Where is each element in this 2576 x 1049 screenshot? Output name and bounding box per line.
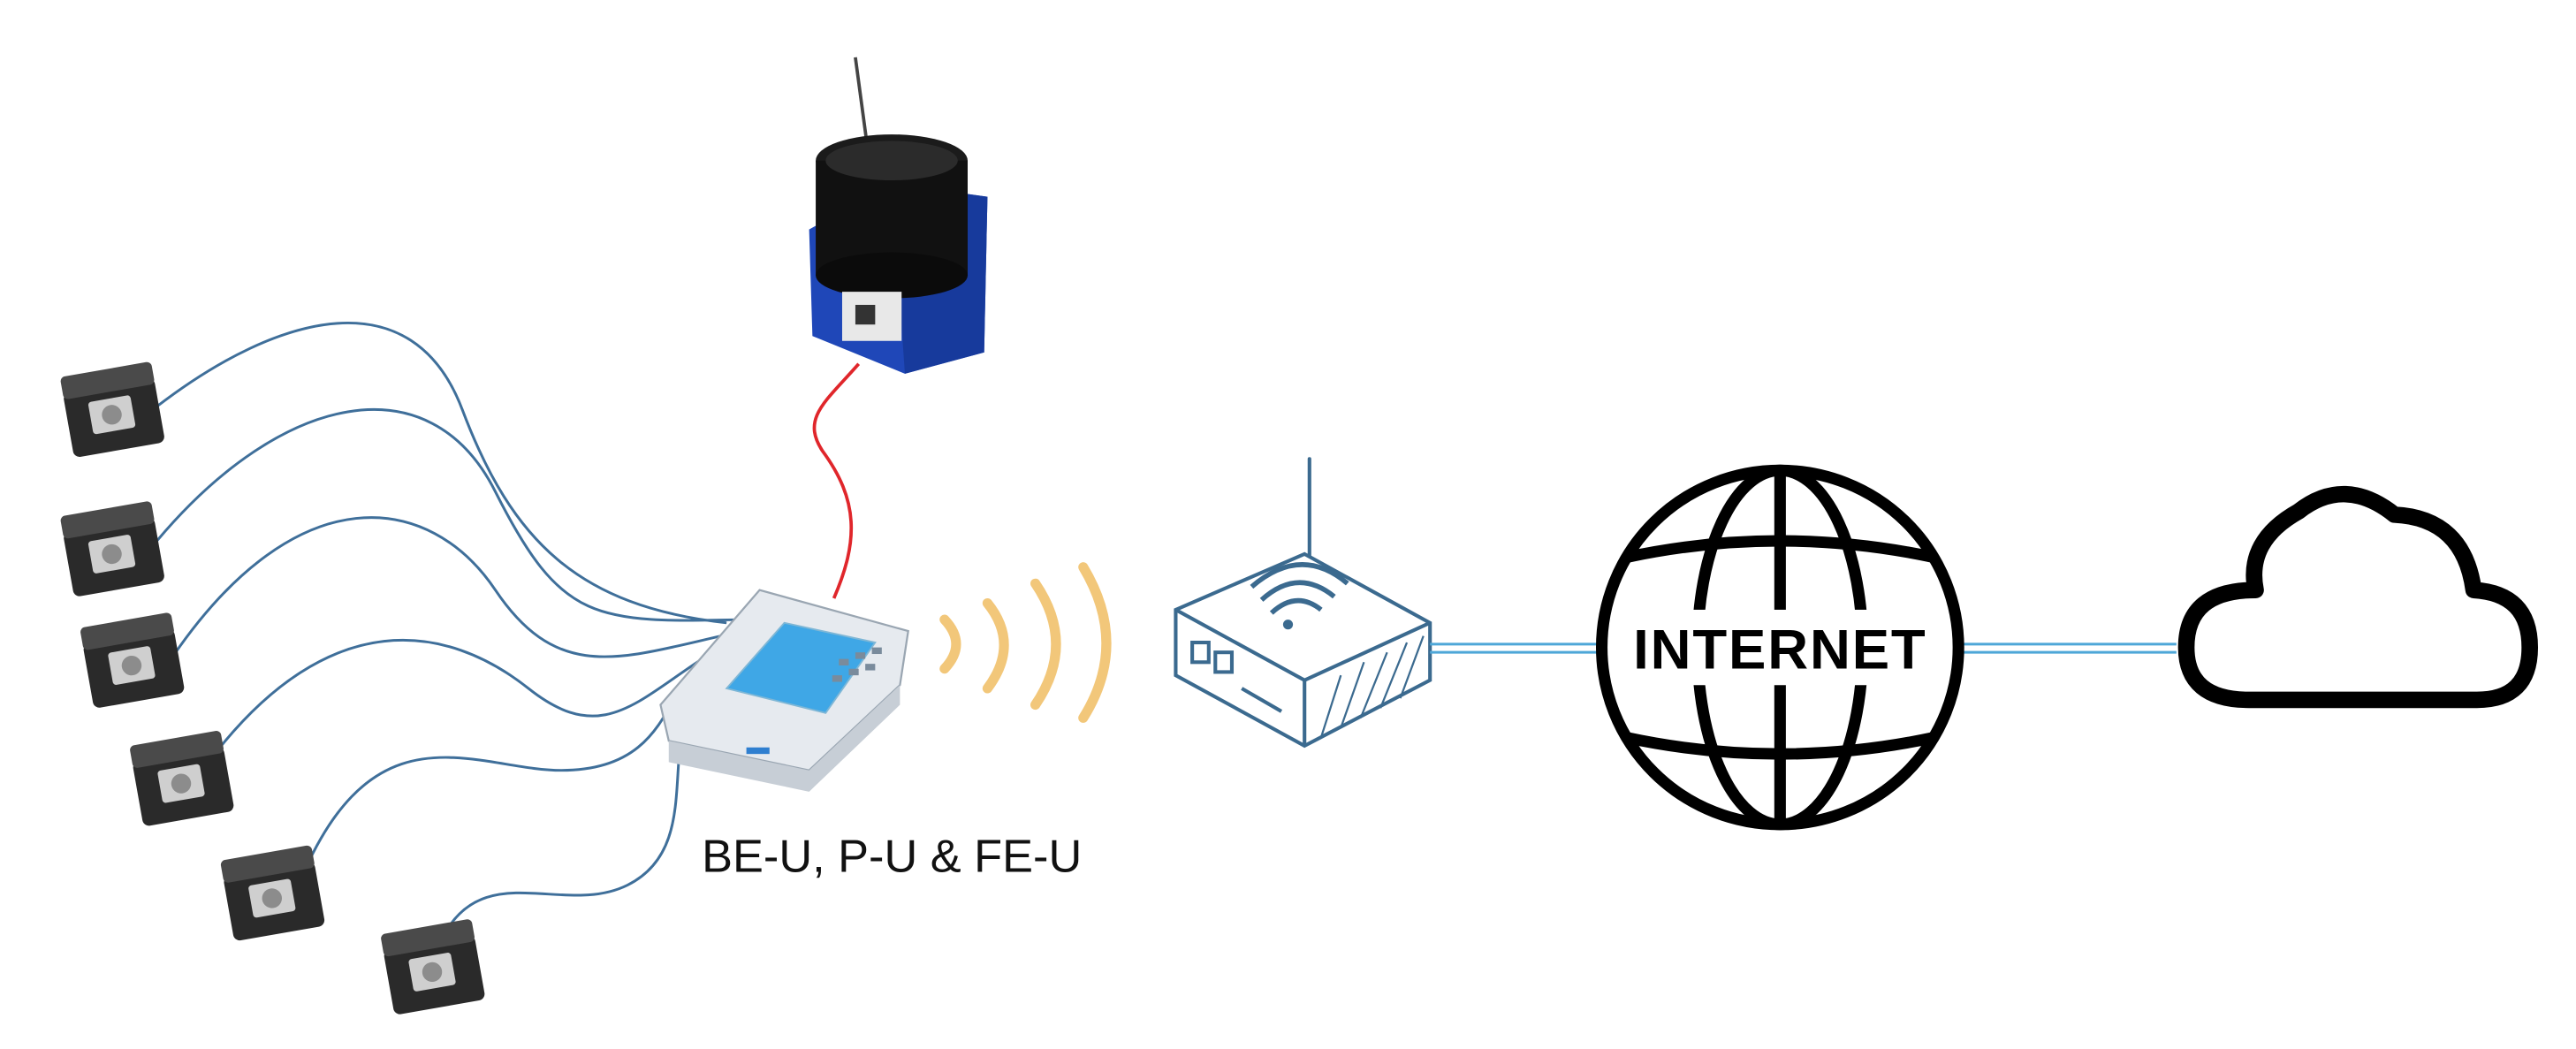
sensor-cable-3 <box>171 516 744 658</box>
wireless-waves-icon <box>939 562 1112 723</box>
sensor-cable-2 <box>156 408 743 622</box>
antenna-receiver-icon <box>809 57 988 374</box>
sensor-5 <box>220 845 325 941</box>
receiver-cable <box>812 362 861 599</box>
sensor-cable-1 <box>156 321 727 625</box>
wifi-router-icon <box>1174 457 1432 749</box>
sensor-4 <box>130 731 234 826</box>
sensor-cables <box>156 321 744 948</box>
internet-label: INTERNET <box>1633 620 1927 681</box>
sensor-1 <box>60 361 164 458</box>
unit-caption: BE-U, P-U & FE-U <box>702 832 1082 883</box>
network-links <box>1430 642 2177 654</box>
sensor-3 <box>80 612 185 708</box>
sensor-cable-5 <box>304 688 682 870</box>
data-unit-icon <box>659 589 909 792</box>
sensor-6 <box>381 919 485 1015</box>
sensor-2 <box>60 501 164 597</box>
sensor-cable-6 <box>436 720 687 948</box>
globe-icon <box>1595 464 1964 831</box>
sensor-icon-group <box>60 361 485 1015</box>
sensor-cable-4 <box>213 638 736 756</box>
cloud-icon <box>2177 485 2539 709</box>
